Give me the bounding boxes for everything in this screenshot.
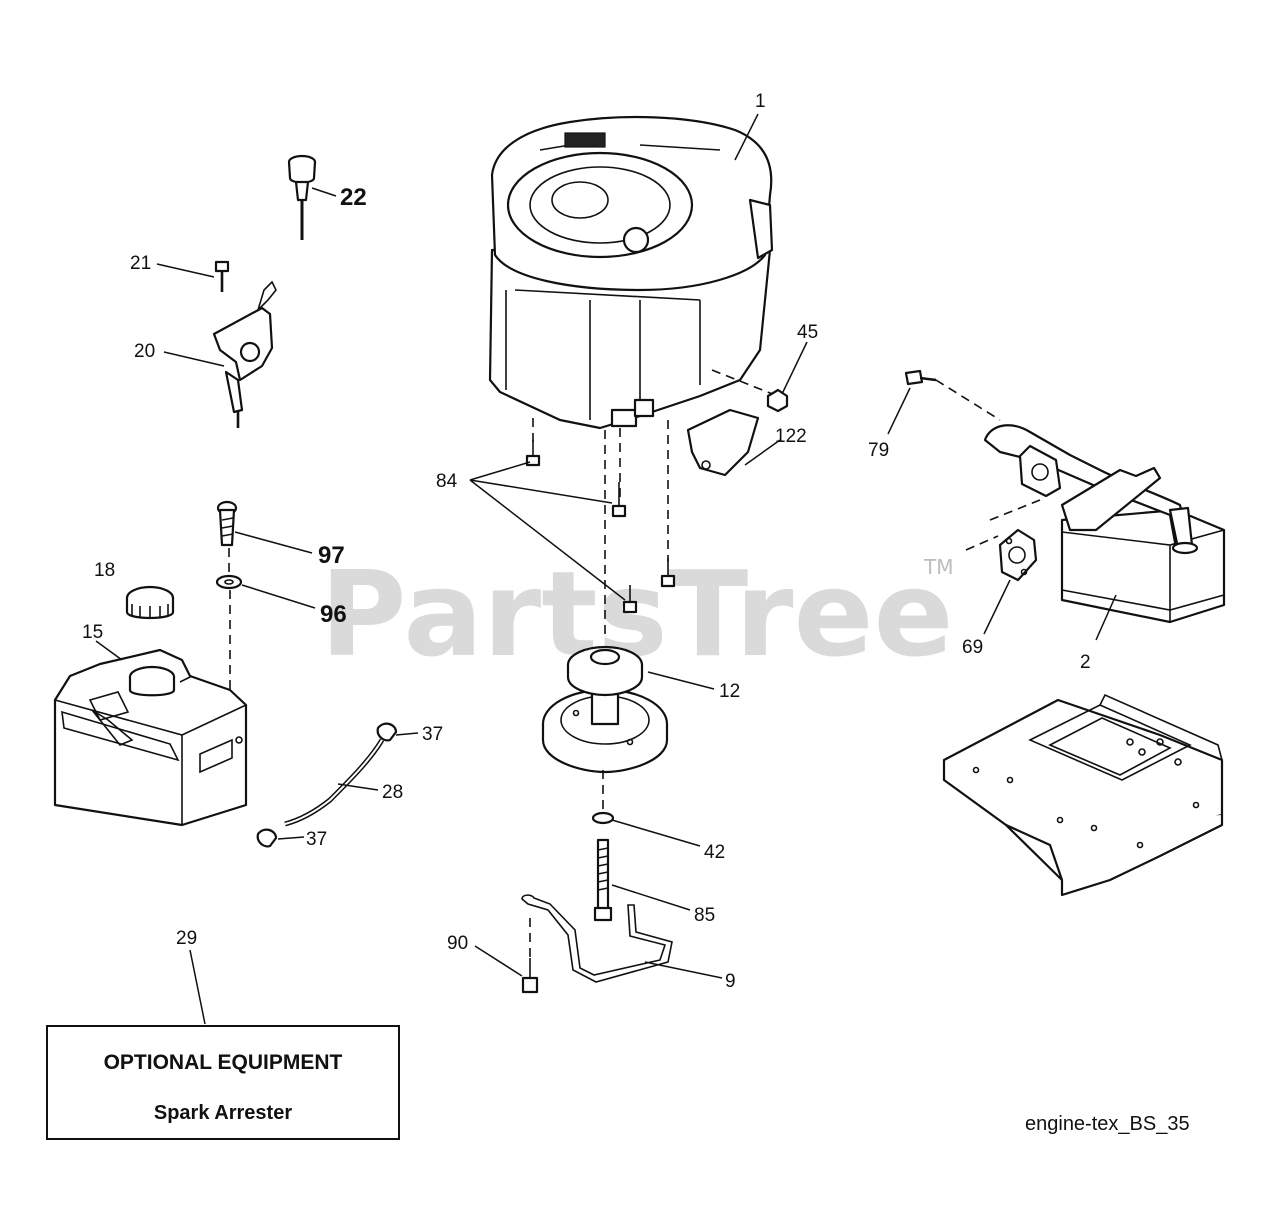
diagram-reference-code: engine-tex_BS_35 (1025, 1113, 1190, 1135)
pulley-12 (541, 645, 669, 774)
callout-37-bottom: 37 (306, 829, 327, 850)
callout-12: 12 (719, 681, 740, 702)
fuel-cap-18 (125, 585, 175, 620)
callout-22: 22 (340, 184, 367, 211)
muffler-2 (983, 424, 1226, 624)
callout-45: 45 (797, 322, 818, 343)
callout-42: 42 (704, 842, 725, 863)
callout-122: 122 (775, 426, 807, 447)
bracket-9 (521, 894, 673, 983)
callout-21: 21 (130, 253, 151, 274)
choke-knob-22 (287, 154, 317, 240)
screw-97 (216, 500, 238, 547)
callout-69: 69 (962, 637, 983, 658)
engine-part (488, 115, 774, 430)
mounting-plate (942, 693, 1224, 897)
optional-equipment-box (46, 1025, 400, 1140)
callout-97: 97 (318, 542, 345, 569)
bolt-84-group (525, 440, 676, 614)
screw-21 (214, 260, 230, 292)
callout-28: 28 (382, 782, 403, 803)
callout-85: 85 (694, 905, 715, 926)
watermark-tm: TM (923, 555, 953, 579)
bolt-79 (904, 369, 937, 386)
callout-1: 1 (755, 91, 766, 112)
callout-96: 96 (320, 601, 347, 628)
shield-122 (686, 408, 760, 477)
bolt-90 (521, 958, 539, 994)
washer-96 (215, 574, 243, 590)
callout-18: 18 (94, 560, 115, 581)
nut-45 (766, 388, 789, 413)
callout-15: 15 (82, 622, 103, 643)
optional-equipment-item: Spark Arrester (154, 1102, 292, 1124)
throttle-control-20 (212, 280, 277, 428)
bolt-85 (593, 838, 613, 922)
gasket-69 (998, 528, 1038, 582)
callout-9: 9 (725, 971, 736, 992)
callout-2: 2 (1080, 652, 1091, 673)
callout-84: 84 (436, 471, 458, 492)
callout-37-top: 37 (422, 724, 443, 745)
clamp-37-bottom (256, 828, 278, 848)
callout-79: 79 (868, 440, 889, 461)
fuel-tank-15 (53, 648, 248, 827)
callout-20: 20 (134, 341, 155, 362)
optional-equipment-title: OPTIONAL EQUIPMENT (104, 1051, 343, 1074)
fuel-line-28 (284, 738, 385, 827)
washer-42 (591, 811, 615, 825)
callout-29: 29 (176, 928, 197, 949)
clamp-37-top (376, 722, 398, 742)
callout-90: 90 (447, 933, 468, 954)
